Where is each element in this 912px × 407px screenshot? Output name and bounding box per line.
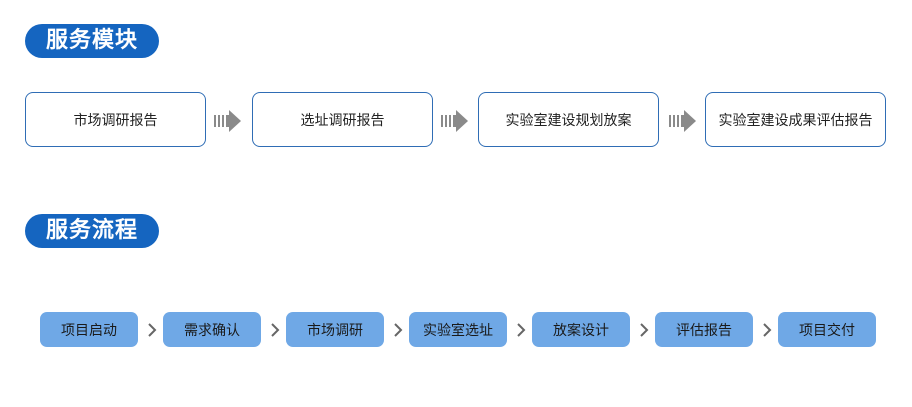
process-step-requirement-confirm: 需求确认 bbox=[163, 312, 261, 347]
chevron-right-icon bbox=[517, 323, 526, 337]
section-title-service-process: 服务流程 bbox=[25, 214, 159, 248]
striped-arrow-right-icon bbox=[441, 110, 468, 132]
process-step-market-research: 市场调研 bbox=[286, 312, 384, 347]
chevron-right-icon bbox=[148, 323, 157, 337]
chevron-right-icon bbox=[394, 323, 403, 337]
module-lab-construction-plan: 实验室建设规划放案 bbox=[478, 92, 659, 147]
process-step-lab-site-selection: 实验室选址 bbox=[409, 312, 507, 347]
process-step-project-start: 项目启动 bbox=[40, 312, 138, 347]
service-process-row: 项目启动 需求确认 市场调研 实验室选址 放案设计 评估报告 项目交付 bbox=[0, 312, 912, 350]
service-modules-row: 市场调研报告 选址调研报告 实验室建设规划放案 实验室建设成果评估报告 bbox=[0, 92, 912, 150]
striped-arrow-right-icon bbox=[669, 110, 696, 132]
section-title-service-modules: 服务模块 bbox=[25, 24, 159, 58]
chevron-right-icon bbox=[763, 323, 772, 337]
chevron-right-icon bbox=[640, 323, 649, 337]
process-step-project-delivery: 项目交付 bbox=[778, 312, 876, 347]
process-step-evaluation-report: 评估报告 bbox=[655, 312, 753, 347]
striped-arrow-right-icon bbox=[214, 110, 241, 132]
chevron-right-icon bbox=[271, 323, 280, 337]
module-market-research-report: 市场调研报告 bbox=[25, 92, 206, 147]
module-lab-outcome-evaluation-report: 实验室建设成果评估报告 bbox=[705, 92, 886, 147]
process-step-plan-design: 放案设计 bbox=[532, 312, 630, 347]
module-site-research-report: 选址调研报告 bbox=[252, 92, 433, 147]
